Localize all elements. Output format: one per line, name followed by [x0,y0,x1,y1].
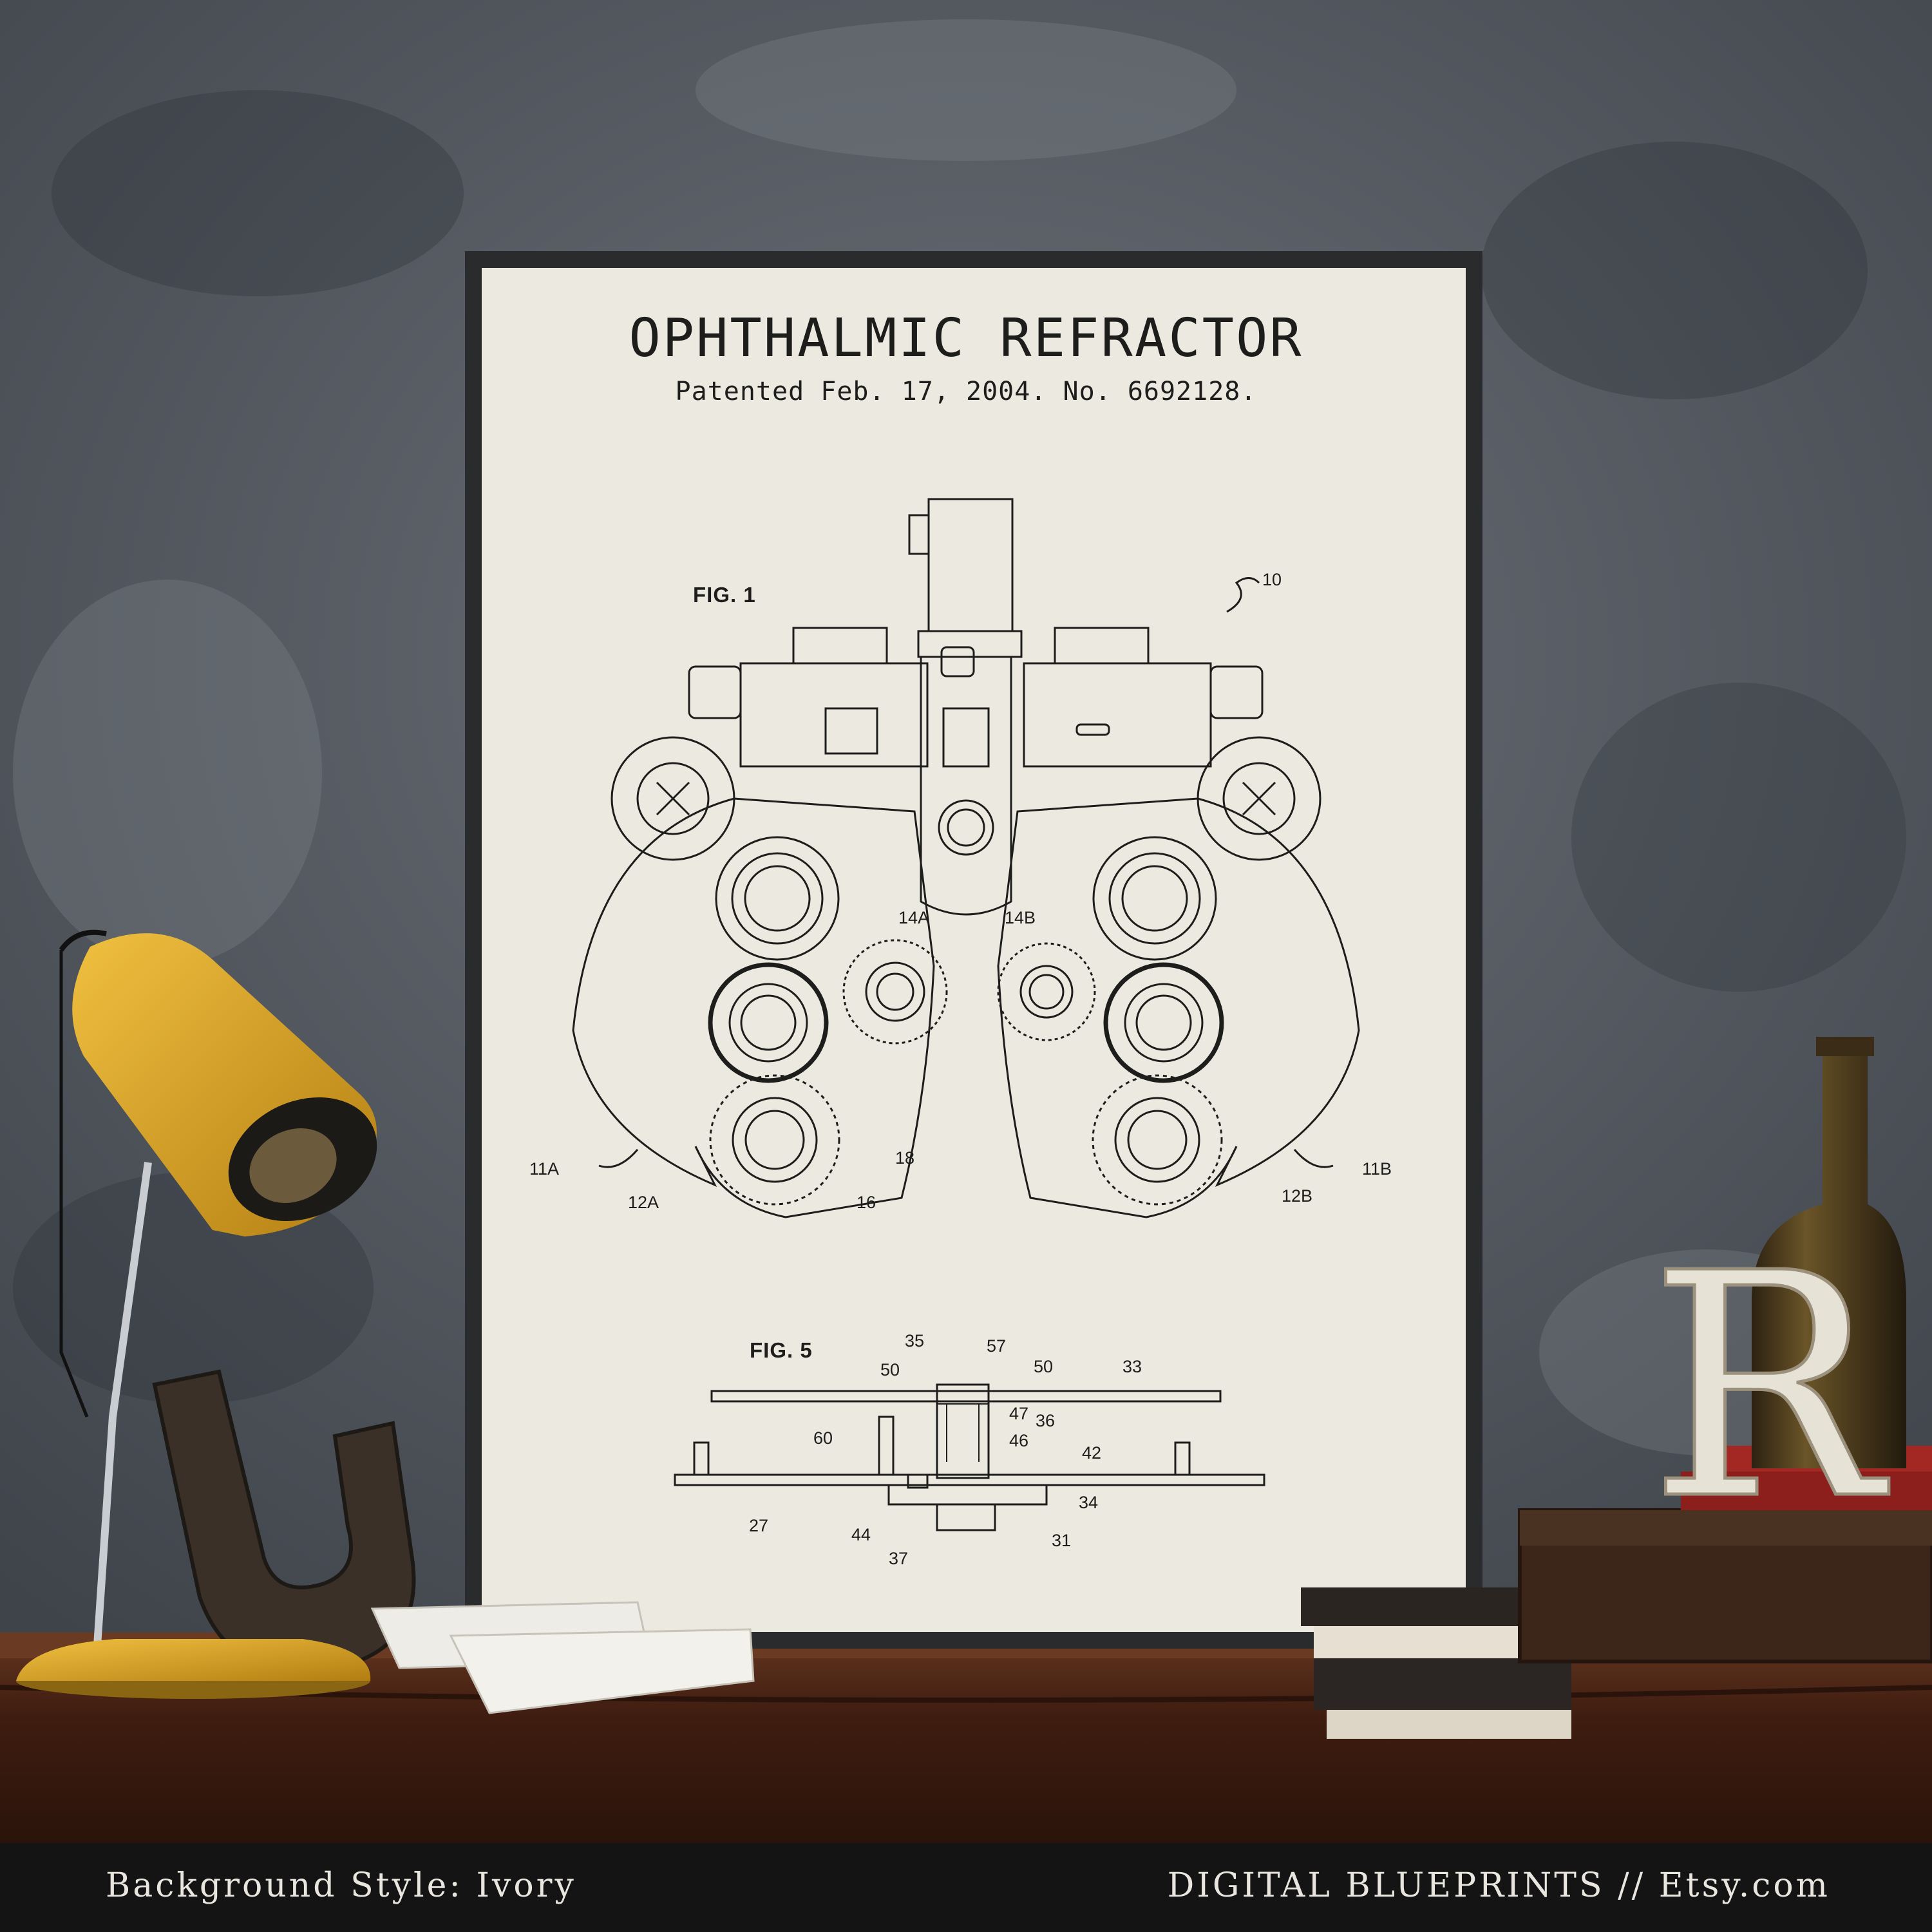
callout-16: 16 [857,1193,876,1212]
callout-33: 33 [1122,1357,1142,1376]
fig5-drawing [674,1383,1265,1531]
red-books [1681,1472,1932,1510]
poster-subtitle: Patented Feb. 17, 2004. No. 6692128. [675,377,1257,406]
caption-right: DIGITAL BLUEPRINTS // Etsy.com [1167,1866,1830,1905]
callout-14b: 14B [1005,908,1036,927]
callout-34: 34 [1079,1493,1099,1512]
desk-lamp [16,929,377,1699]
callout-14a: 14A [898,908,930,927]
fig1-label: FIG. 1 [693,583,756,607]
caption-bar [0,1843,1932,1932]
callout-27: 27 [749,1516,769,1535]
callout-35: 35 [905,1331,925,1350]
callout-12b: 12B [1282,1186,1313,1206]
callout-50-left: 50 [880,1360,900,1379]
callout-10: 10 [1262,570,1282,589]
poster-title: OPHTHALMIC REFRACTOR [629,308,1303,369]
callout-42: 42 [1082,1443,1102,1463]
callout-60: 60 [813,1428,833,1448]
callout-57: 57 [987,1336,1007,1356]
caption-left: Background Style: Ivory [106,1866,576,1905]
fig5-label: FIG. 5 [750,1338,813,1362]
wooden-letter-shapes [370,1601,755,1714]
fig1-drawing [572,498,1360,1218]
callout-44: 44 [851,1525,871,1544]
callout-31: 31 [1052,1531,1072,1550]
callout-36: 36 [1036,1411,1056,1430]
glass-bottle [1752,1037,1906,1468]
horseshoe-magnet [152,1369,416,1674]
decor-letter-r: R [1649,1208,1890,1567]
callout-50-right: 50 [1034,1357,1054,1376]
callout-37: 37 [889,1549,909,1568]
callout-47: 47 [1009,1404,1029,1423]
callout-18: 18 [895,1148,915,1168]
callout-11b: 11B [1362,1159,1392,1179]
callout-46: 46 [1009,1431,1029,1450]
callout-12a: 12A [628,1193,659,1212]
callout-11a: 11A [529,1159,560,1179]
